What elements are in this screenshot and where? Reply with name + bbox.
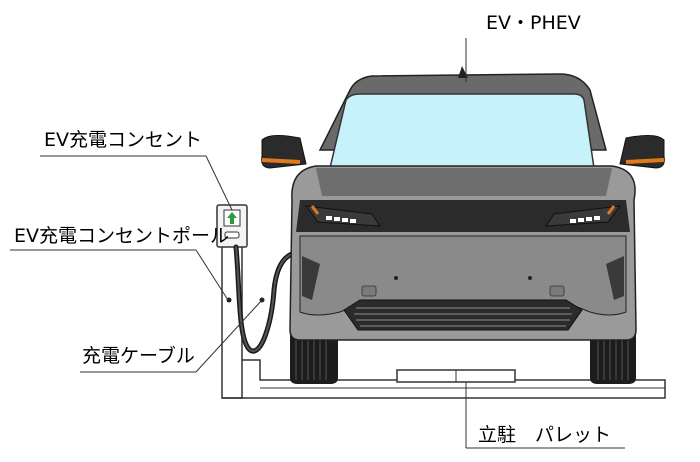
charging-cable xyxy=(233,244,295,354)
windshield xyxy=(329,93,595,169)
label-cable: 充電ケーブル xyxy=(82,344,195,367)
led-lights xyxy=(326,216,600,223)
label-outlet-pole: EV充電コンセントポール xyxy=(14,225,229,247)
label-pallet: 立駐 パレット xyxy=(478,424,611,446)
label-vehicle: EV・PHEV xyxy=(486,12,581,34)
leader-lines xyxy=(10,38,625,449)
label-outlet: EV充電コンセント xyxy=(44,129,202,151)
ev-car xyxy=(261,66,665,384)
green-arrow-icon xyxy=(227,212,237,224)
